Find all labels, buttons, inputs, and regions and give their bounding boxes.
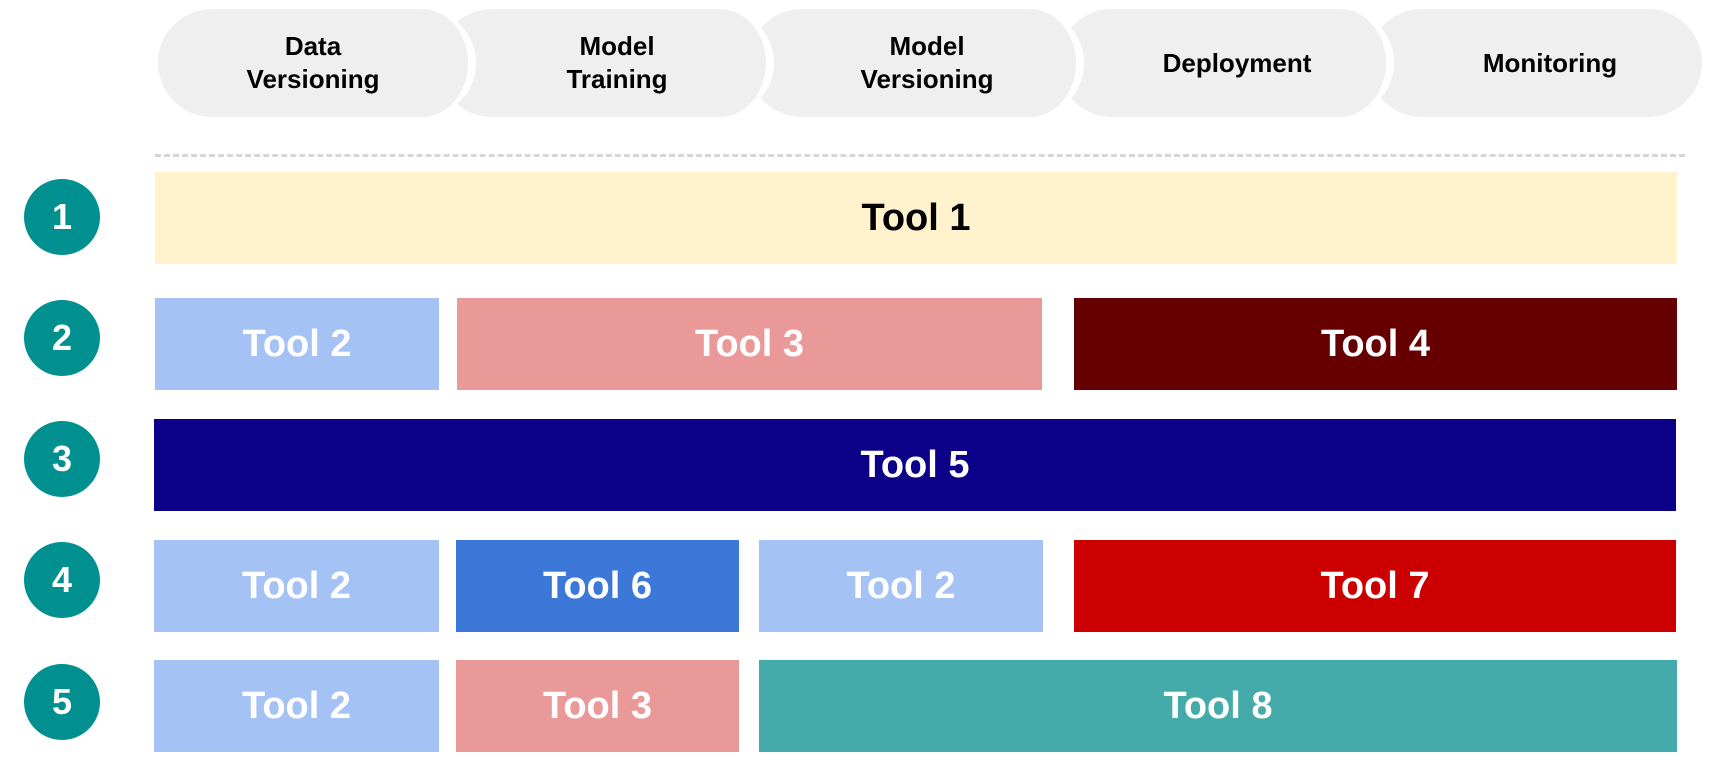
tool-block: Tool 1 [155, 172, 1677, 264]
tool-label: Tool 3 [694, 322, 805, 365]
tool-block: Tool 7 [1074, 540, 1676, 632]
row-number: 3 [51, 438, 73, 479]
tool-block: Tool 6 [456, 540, 739, 632]
row-number: 1 [51, 196, 73, 237]
tool-label: Tool 1 [861, 196, 971, 239]
stage-label: Monitoring [1482, 47, 1618, 78]
stage-label: Data Versioning [246, 31, 380, 94]
row-number: 5 [51, 681, 73, 722]
tool-block: Tool 2 [154, 540, 439, 632]
dashed-divider [155, 154, 1685, 157]
tool-block: Tool 8 [759, 660, 1677, 752]
tool-label: Tool 8 [1163, 684, 1273, 727]
row-number-badge: 4 [24, 542, 100, 618]
tool-block: Tool 3 [456, 660, 739, 752]
tool-label: Tool 2 [241, 684, 352, 727]
tool-label: Tool 2 [242, 322, 352, 365]
tool-label: Tool 2 [241, 564, 352, 607]
row-number: 4 [51, 559, 73, 600]
stage-monitoring: Monitoring [1368, 9, 1702, 117]
stage-model-training: Model Training [438, 9, 774, 117]
row-number-badge: 2 [24, 300, 100, 376]
stage-data-versioning: Data Versioning [158, 9, 476, 117]
tool-label: Tool 3 [542, 684, 653, 727]
row-number-badge: 5 [24, 664, 100, 740]
tool-label: Tool 7 [1320, 564, 1430, 607]
tool-label: Tool 5 [860, 443, 970, 486]
tool-label: Tool 2 [846, 564, 956, 607]
tool-block: Tool 2 [759, 540, 1043, 632]
tool-block: Tool 5 [154, 419, 1676, 511]
tool-block: Tool 2 [154, 660, 439, 752]
tool-block: Tool 2 [155, 298, 439, 390]
row-number-badge: 1 [24, 179, 100, 255]
row-number-badge: 3 [24, 421, 100, 497]
stage-model-versioning: Model Versioning [748, 9, 1084, 117]
stage-label: Model Training [566, 31, 668, 94]
tool-label: Tool 4 [1320, 322, 1431, 365]
stage-label: Deployment [1162, 47, 1312, 78]
stage-label: Model Versioning [860, 31, 994, 94]
tool-block: Tool 4 [1074, 298, 1677, 390]
tool-label: Tool 6 [542, 564, 653, 607]
stage-deployment: Deployment [1058, 9, 1394, 117]
row-number: 2 [51, 317, 73, 358]
tool-block: Tool 3 [457, 298, 1042, 390]
